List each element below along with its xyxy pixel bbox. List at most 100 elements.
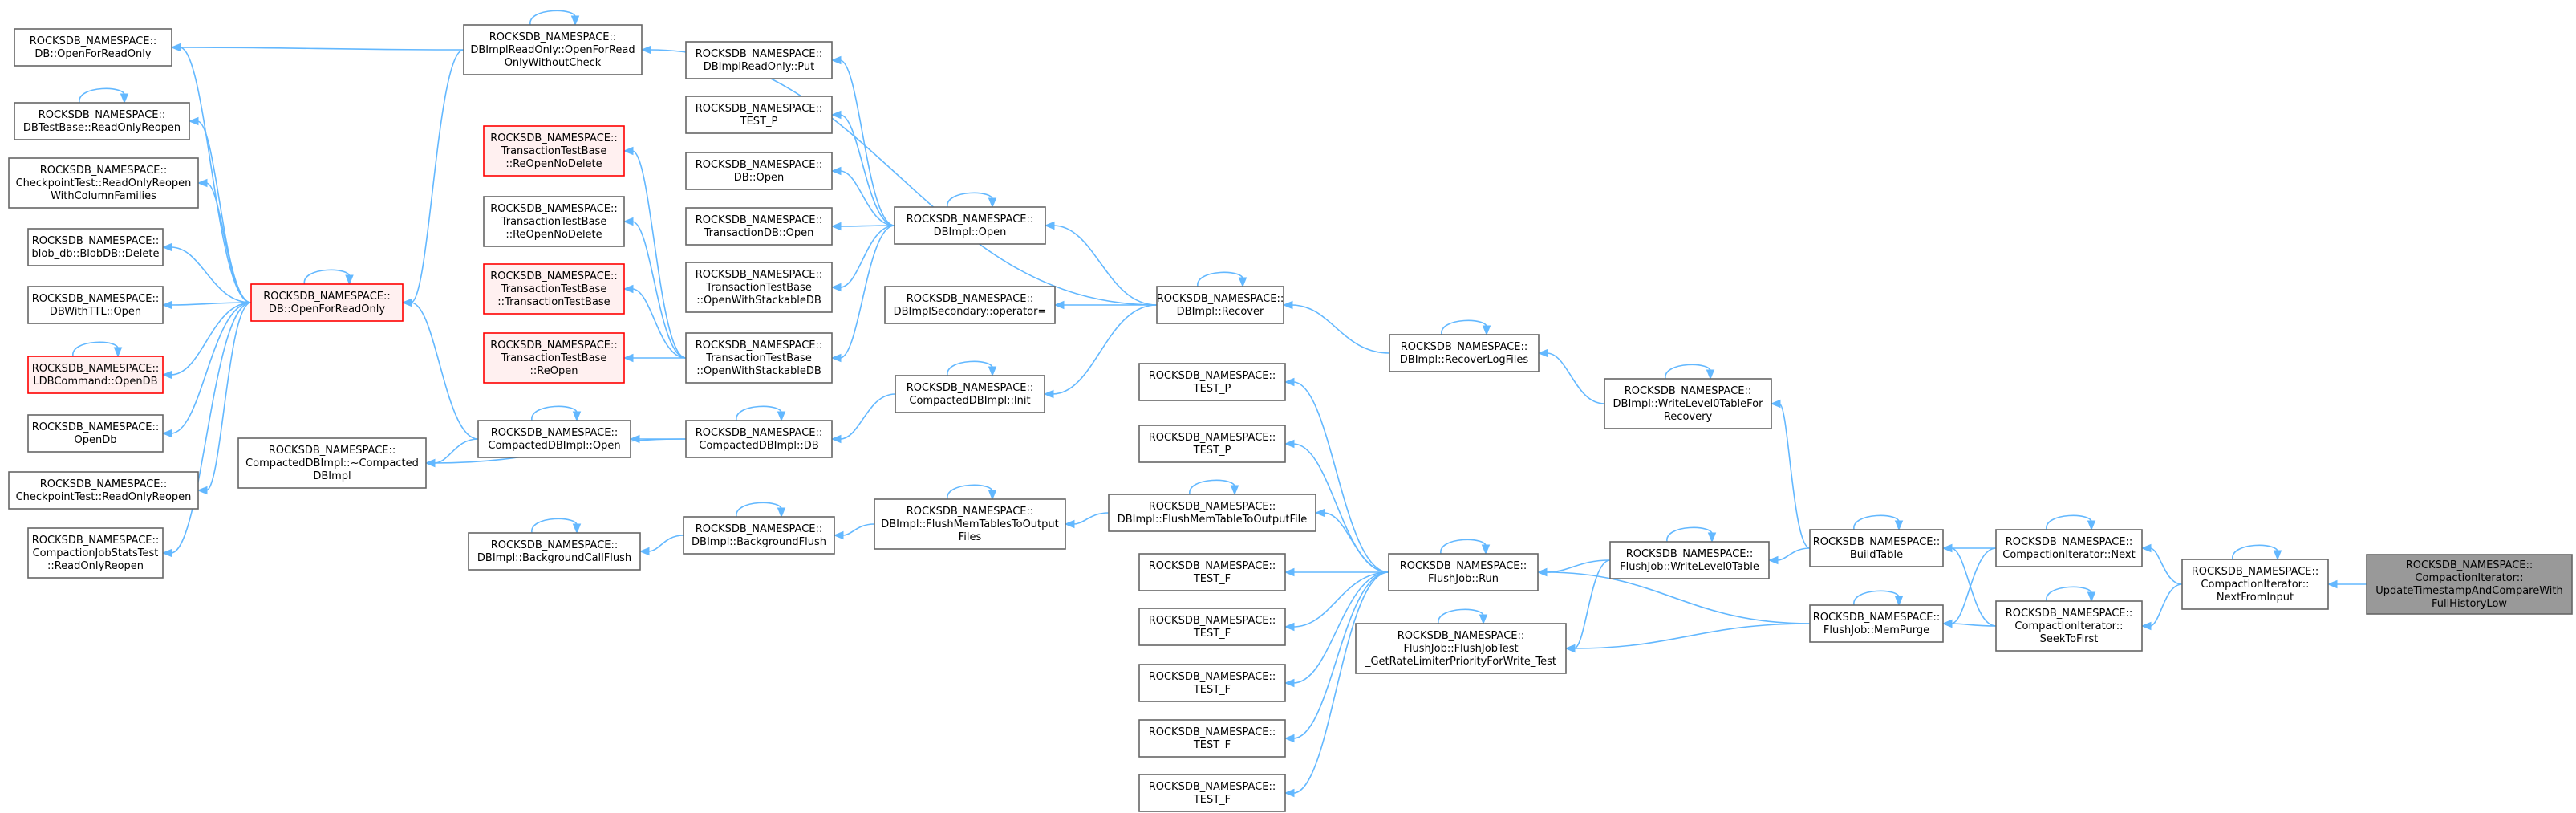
function-node[interactable]: ROCKSDB_NAMESPACE::DB::OpenForReadOnly bbox=[250, 283, 404, 322]
function-node-label: ROCKSDB_NAMESPACE:: bbox=[696, 103, 823, 115]
function-node[interactable]: ROCKSDB_NAMESPACE::TransactionDB::Open bbox=[685, 207, 833, 246]
function-node[interactable]: ROCKSDB_NAMESPACE::CompactionIterator::N… bbox=[1995, 529, 2143, 567]
call-edge bbox=[623, 353, 687, 363]
function-node[interactable]: ROCKSDB_NAMESPACE::TransactionTestBase::… bbox=[483, 125, 625, 177]
function-node[interactable]: ROCKSDB_NAMESPACE::DBImpl::RecoverLogFil… bbox=[1389, 334, 1540, 372]
function-node[interactable]: ROCKSDB_NAMESPACE::CompactionJobStatsTes… bbox=[27, 527, 164, 579]
function-node[interactable]: ROCKSDB_NAMESPACE::OpenDb bbox=[27, 414, 164, 453]
call-edge bbox=[1284, 567, 1389, 577]
function-node[interactable]: ROCKSDB_NAMESPACE::CompactionIterator::S… bbox=[1995, 600, 2143, 652]
function-node[interactable]: ROCKSDB_NAMESPACE::CheckpointTest::ReadO… bbox=[8, 471, 199, 510]
function-node[interactable]: ROCKSDB_NAMESPACE::TEST_F bbox=[1138, 553, 1286, 591]
function-node[interactable]: ROCKSDB_NAMESPACE::DBWithTTL::Open bbox=[27, 286, 164, 324]
function-node-label: TEST_F bbox=[1193, 628, 1231, 640]
recursive-call-edge bbox=[1853, 514, 1904, 531]
function-node[interactable]: ROCKSDB_NAMESPACE::TEST_P bbox=[1138, 425, 1286, 463]
function-node[interactable]: ROCKSDB_NAMESPACE::DB::OpenForReadOnly bbox=[14, 28, 172, 67]
function-node-label: ROCKSDB_NAMESPACE:: bbox=[2006, 608, 2133, 620]
function-node[interactable]: ROCKSDB_NAMESPACE::TEST_P bbox=[1138, 363, 1286, 401]
function-node[interactable]: ROCKSDB_NAMESPACE::TEST_F bbox=[1138, 719, 1286, 758]
function-node[interactable]: ROCKSDB_NAMESPACE::TEST_F bbox=[1138, 664, 1286, 702]
call-edge bbox=[1284, 571, 1389, 632]
function-node-label: CompactedDBImpl::Open bbox=[488, 440, 620, 452]
function-node[interactable]: ROCKSDB_NAMESPACE::CompactedDBImpl::Open bbox=[477, 420, 631, 458]
function-node-label: ROCKSDB_NAMESPACE:: bbox=[1625, 385, 1752, 397]
function-node[interactable]: ROCKSDB_NAMESPACE::CompactedDBImpl::Init bbox=[895, 375, 1045, 413]
function-node[interactable]: ROCKSDB_NAMESPACE::FlushJob::MemPurge bbox=[1809, 604, 1944, 643]
call-edge bbox=[1767, 547, 1811, 565]
function-node[interactable]: ROCKSDB_NAMESPACE::CompactedDBImpl::~Com… bbox=[237, 437, 427, 489]
recursive-call-edge bbox=[947, 192, 997, 209]
function-node[interactable]: ROCKSDB_NAMESPACE::LDBCommand::OpenDB bbox=[27, 356, 164, 394]
function-node[interactable]: ROCKSDB_NAMESPACE::CompactionIterator::N… bbox=[2181, 559, 2329, 610]
function-node-label: ROCKSDB_NAMESPACE:: bbox=[489, 31, 617, 43]
function-node[interactable]: ROCKSDB_NAMESPACE::FlushJob::WriteLevel0… bbox=[1609, 541, 1770, 579]
call-edge bbox=[1284, 571, 1389, 688]
function-node-label: SeekToFirst bbox=[2040, 633, 2099, 645]
function-node[interactable]: ROCKSDB_NAMESPACE::DBTestBase::ReadOnlyR… bbox=[14, 102, 190, 140]
function-node[interactable]: ROCKSDB_NAMESPACE::DBImplReadOnly::Put bbox=[685, 41, 833, 79]
function-node-label: ::ReadOnlyReopen bbox=[47, 560, 144, 572]
recursive-call-edge bbox=[1666, 526, 1717, 543]
function-node[interactable]: ROCKSDB_NAMESPACE::DBImpl::WriteLevel0Ta… bbox=[1604, 378, 1772, 429]
call-edge bbox=[188, 116, 252, 303]
call-edge bbox=[1282, 300, 1390, 354]
function-node[interactable]: ROCKSDB_NAMESPACE::FlushJob::FlushJobTes… bbox=[1355, 623, 1567, 674]
function-node[interactable]: ROCKSDB_NAMESPACE::blob_db::BlobDB::Dele… bbox=[27, 228, 164, 266]
function-node-label: FullHistoryLow bbox=[2432, 598, 2507, 610]
function-node[interactable]: ROCKSDB_NAMESPACE::TransactionTestBase::… bbox=[483, 196, 625, 247]
function-node-label: TransactionTestBase bbox=[705, 352, 812, 364]
call-edge bbox=[2140, 583, 2183, 631]
function-node-label: ROCKSDB_NAMESPACE:: bbox=[490, 203, 618, 215]
function-node[interactable]: ROCKSDB_NAMESPACE::CheckpointTest::ReadO… bbox=[8, 157, 199, 209]
function-node-label: ROCKSDB_NAMESPACE:: bbox=[30, 35, 157, 47]
function-node[interactable]: ROCKSDB_NAMESPACE::CompactedDBImpl::DB bbox=[685, 420, 833, 458]
function-node-label: ROCKSDB_NAMESPACE:: bbox=[490, 270, 618, 283]
function-node[interactable]: ROCKSDB_NAMESPACE::FlushJob::Run bbox=[1388, 553, 1539, 591]
function-node-label: TransactionTestBase bbox=[501, 283, 607, 295]
function-node[interactable]: ROCKSDB_NAMESPACE::TEST_P bbox=[685, 96, 833, 134]
recursive-call-edge bbox=[1438, 608, 1488, 625]
function-node[interactable]: ROCKSDB_NAMESPACE::DB::Open bbox=[685, 152, 833, 190]
function-node[interactable]: ROCKSDB_NAMESPACE::CompactionIterator::U… bbox=[2366, 554, 2573, 615]
function-node-label: ROCKSDB_NAMESPACE:: bbox=[1149, 726, 1276, 738]
function-node-label: DBImpl bbox=[313, 470, 351, 482]
function-node-label: DBImpl::RecoverLogFiles bbox=[1400, 354, 1529, 366]
function-node[interactable]: ROCKSDB_NAMESPACE::TransactionTestBase::… bbox=[685, 332, 833, 384]
function-node[interactable]: ROCKSDB_NAMESPACE::TEST_F bbox=[1138, 608, 1286, 646]
recursive-call-edge bbox=[1197, 271, 1247, 288]
call-graph-edges bbox=[72, 10, 2367, 798]
function-node-label: ROCKSDB_NAMESPACE:: bbox=[907, 213, 1034, 226]
function-node[interactable]: ROCKSDB_NAMESPACE::TransactionTestBase::… bbox=[685, 262, 833, 313]
function-node[interactable]: ROCKSDB_NAMESPACE::BuildTable bbox=[1809, 529, 1944, 567]
call-edge bbox=[401, 49, 464, 307]
function-node[interactable]: ROCKSDB_NAMESPACE::DBImpl::FlushMemTable… bbox=[1108, 494, 1316, 532]
function-node-label: FlushJob::WriteLevel0Table bbox=[1620, 561, 1759, 573]
function-node-label: CheckpointTest::ReadOnlyReopen bbox=[16, 177, 192, 189]
function-node[interactable]: ROCKSDB_NAMESPACE::DBImplSecondary::oper… bbox=[884, 286, 1056, 324]
function-node[interactable]: ROCKSDB_NAMESPACE::TransactionTestBase::… bbox=[483, 263, 625, 315]
call-edge bbox=[1941, 543, 1997, 627]
function-node[interactable]: ROCKSDB_NAMESPACE::DBImpl::Open bbox=[894, 206, 1046, 245]
function-node[interactable]: ROCKSDB_NAMESPACE::DBImplReadOnly::OpenF… bbox=[463, 24, 643, 75]
call-edge bbox=[161, 302, 252, 438]
call-edge bbox=[833, 523, 875, 540]
function-node-label: CompactionIterator:: bbox=[2014, 620, 2123, 632]
function-node[interactable]: ROCKSDB_NAMESPACE::TransactionTestBase::… bbox=[483, 332, 625, 384]
function-node-label: DBImpl::Recover bbox=[1177, 306, 1264, 318]
function-node[interactable]: ROCKSDB_NAMESPACE::DBImpl::FlushMemTable… bbox=[874, 498, 1066, 550]
function-node[interactable]: ROCKSDB_NAMESPACE::DBImpl::BackgroundFlu… bbox=[683, 516, 835, 555]
function-node-label: DB::Open bbox=[734, 172, 784, 184]
function-node-label: BuildTable bbox=[1850, 549, 1903, 561]
call-edge bbox=[197, 178, 252, 303]
function-node-label: OnlyWithoutCheck bbox=[505, 57, 602, 69]
function-node[interactable]: ROCKSDB_NAMESPACE::DBImpl::BackgroundCal… bbox=[468, 532, 641, 571]
function-node-label: UpdateTimestampAndCompareWith bbox=[2375, 585, 2563, 597]
function-node-label: TEST_P bbox=[1193, 445, 1231, 457]
function-node[interactable]: ROCKSDB_NAMESPACE::TEST_F bbox=[1138, 774, 1286, 812]
function-node-label: ::ReOpenNoDelete bbox=[505, 158, 602, 170]
call-edge bbox=[197, 302, 252, 495]
function-node[interactable]: ROCKSDB_NAMESPACE::DBImpl::Recover bbox=[1156, 286, 1284, 324]
function-node-label: ::OpenWithStackableDB bbox=[696, 295, 821, 307]
function-node-label: ROCKSDB_NAMESPACE:: bbox=[1813, 612, 1941, 624]
